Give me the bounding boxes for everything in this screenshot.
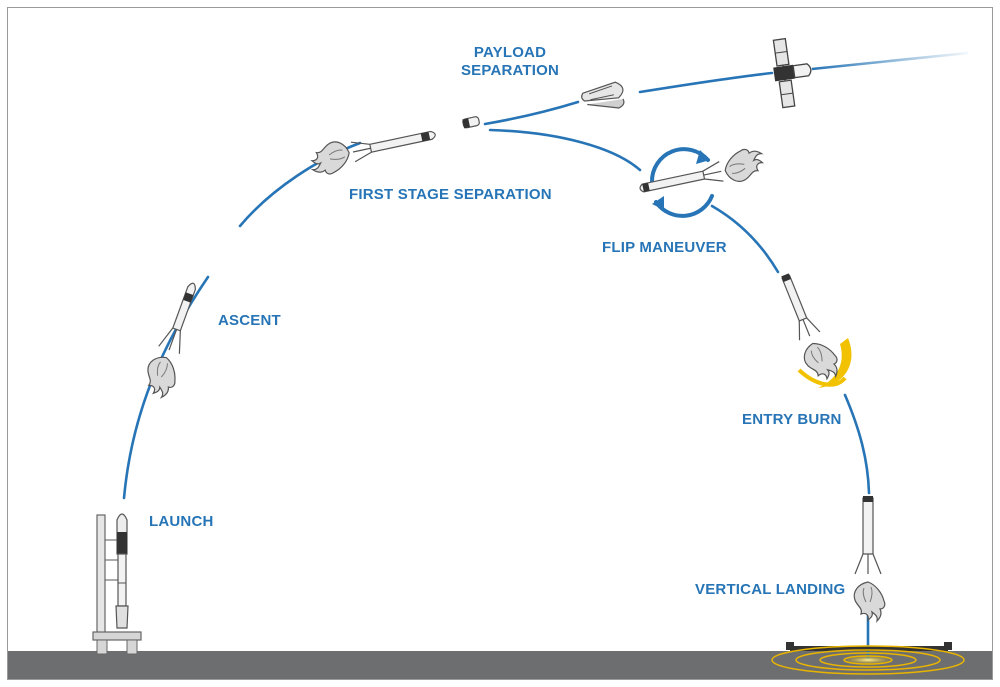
label-payload-separation-line2: SEPARATION xyxy=(460,62,560,79)
label-payload-separation: PAYLOAD SEPARATION xyxy=(455,44,565,80)
fairing-icon xyxy=(581,81,625,109)
rocket-icon xyxy=(639,145,767,193)
label-entry-burn: ENTRY BURN xyxy=(742,411,842,428)
rocket-icon xyxy=(307,130,436,178)
rocket-icon xyxy=(115,513,129,629)
trajectory-to-satellite xyxy=(638,71,774,94)
trajectory-orbit-fade xyxy=(811,51,969,71)
rocket-icon xyxy=(139,282,196,401)
ground xyxy=(8,651,992,679)
rotation-arrows-icon xyxy=(649,147,714,218)
trajectory-entry-landing xyxy=(843,393,871,495)
landing-pad-icon xyxy=(771,642,965,675)
rocket-icon xyxy=(781,273,844,386)
label-payload-separation-line1: PAYLOAD xyxy=(473,44,547,61)
trajectory-return xyxy=(488,128,642,172)
label-ascent: ASCENT xyxy=(218,312,281,329)
second-stage-icon xyxy=(462,116,480,129)
entry-burn-glow-arc xyxy=(797,368,847,387)
label-vertical-landing: VERTICAL LANDING xyxy=(695,581,846,598)
label-first-stage-separation: FIRST STAGE SEPARATION xyxy=(349,186,552,203)
satellite-icon xyxy=(772,37,812,109)
entry-burn-glow xyxy=(818,338,852,388)
rocket-icon xyxy=(853,496,886,622)
label-launch: LAUNCH xyxy=(149,513,214,530)
trajectory-flip-entry xyxy=(710,204,780,274)
launch-tower-icon xyxy=(92,514,142,655)
label-flip-maneuver: FLIP MANEUVER xyxy=(602,239,727,256)
trajectory-to-fairing xyxy=(483,100,580,126)
